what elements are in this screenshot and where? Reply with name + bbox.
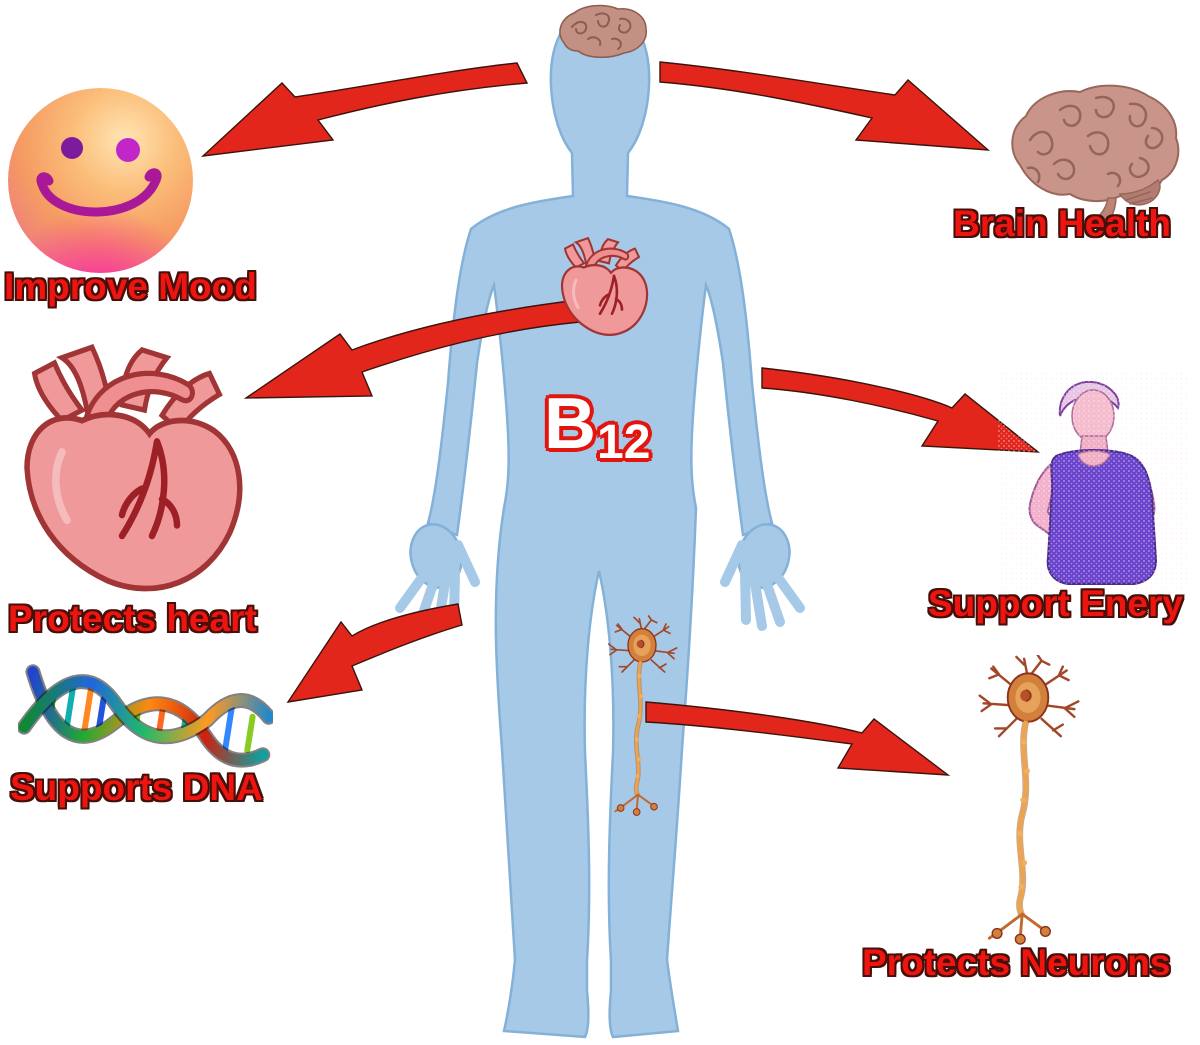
left-hand bbox=[395, 523, 480, 631]
arrow-to-neurons-icon bbox=[645, 701, 951, 776]
human-body-silhouette bbox=[395, 6, 805, 1039]
arrow-to-brain-health-icon bbox=[659, 61, 991, 151]
heart-icon bbox=[12, 342, 262, 604]
dna-helix-icon bbox=[18, 664, 273, 768]
arrow-to-energy-icon bbox=[761, 367, 1041, 453]
brain-icon bbox=[1011, 84, 1180, 221]
b12-label: B12 bbox=[544, 388, 650, 467]
label-brain-health: Brain Health bbox=[953, 203, 1171, 244]
arrow-to-dna-icon bbox=[286, 603, 463, 703]
label-protects-heart: Protects heart bbox=[8, 598, 257, 639]
label-improve-mood: Improve Mood bbox=[4, 266, 257, 307]
b12-letter: B bbox=[544, 384, 596, 464]
label-support-energy: Support Enery bbox=[928, 583, 1183, 624]
neuron-icon bbox=[948, 655, 1108, 945]
arrow-to-mood-icon bbox=[200, 62, 529, 157]
label-protects-neurons: Protects Neurons bbox=[862, 942, 1171, 983]
brain-in-head-icon bbox=[559, 4, 647, 58]
arrow-to-heart-icon bbox=[243, 299, 581, 399]
label-supports-dna: Supports DNA bbox=[10, 767, 263, 808]
exercising-person-icon bbox=[998, 370, 1188, 590]
smiley-face-icon bbox=[8, 88, 193, 273]
right-hand bbox=[720, 523, 805, 631]
b12-subscript: 12 bbox=[597, 416, 651, 469]
heart-in-chest-icon bbox=[560, 236, 649, 337]
